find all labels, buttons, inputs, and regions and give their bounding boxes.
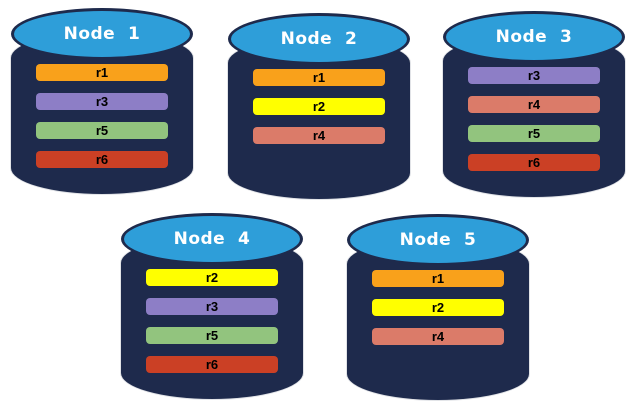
replica-bar: r4 bbox=[468, 96, 600, 113]
replica-list: r1 r2 r4 bbox=[253, 69, 385, 144]
replica-bar: r3 bbox=[36, 93, 168, 110]
cylinder-top: Node 2 bbox=[228, 13, 410, 65]
replica-bar: r3 bbox=[146, 298, 278, 315]
replica-bar: r2 bbox=[253, 98, 385, 115]
replica-bar: r6 bbox=[36, 151, 168, 168]
cylinder-top: Node 1 bbox=[11, 8, 193, 60]
replica-bar: r3 bbox=[468, 67, 600, 84]
replica-bar: r5 bbox=[146, 327, 278, 344]
node-cylinder-2: Node 2 r1 r2 r4 bbox=[228, 13, 410, 199]
replica-bar: r5 bbox=[36, 122, 168, 139]
replica-bar: r2 bbox=[372, 299, 504, 316]
replica-list: r1 r2 r4 bbox=[372, 270, 504, 345]
replica-list: r3 r4 r5 r6 bbox=[468, 67, 600, 171]
replica-bar: r1 bbox=[36, 64, 168, 81]
node-label: Node 2 bbox=[280, 29, 358, 49]
node-cylinder-3: Node 3 r3 r4 r5 r6 bbox=[443, 11, 625, 197]
node-label: Node 5 bbox=[399, 230, 477, 250]
cylinder-top: Node 3 bbox=[443, 11, 625, 63]
replica-bar: r4 bbox=[372, 328, 504, 345]
node-cylinder-4: Node 4 r2 r3 r5 r6 bbox=[121, 213, 303, 399]
node-label: Node 1 bbox=[63, 24, 141, 44]
node-cylinder-1: Node 1 r1 r3 r5 r6 bbox=[11, 8, 193, 194]
replica-bar: r2 bbox=[146, 269, 278, 286]
replica-bar: r1 bbox=[372, 270, 504, 287]
replica-list: r1 r3 r5 r6 bbox=[36, 64, 168, 168]
replica-bar: r5 bbox=[468, 125, 600, 142]
replica-bar: r6 bbox=[468, 154, 600, 171]
cylinder-top: Node 4 bbox=[121, 213, 303, 265]
cylinder-top: Node 5 bbox=[347, 214, 529, 266]
replica-bar: r1 bbox=[253, 69, 385, 86]
node-label: Node 3 bbox=[495, 27, 573, 47]
replica-bar: r6 bbox=[146, 356, 278, 373]
replica-bar: r4 bbox=[253, 127, 385, 144]
node-label: Node 4 bbox=[173, 229, 251, 249]
node-cylinder-5: Node 5 r1 r2 r4 bbox=[347, 214, 529, 400]
replica-list: r2 r3 r5 r6 bbox=[146, 269, 278, 373]
